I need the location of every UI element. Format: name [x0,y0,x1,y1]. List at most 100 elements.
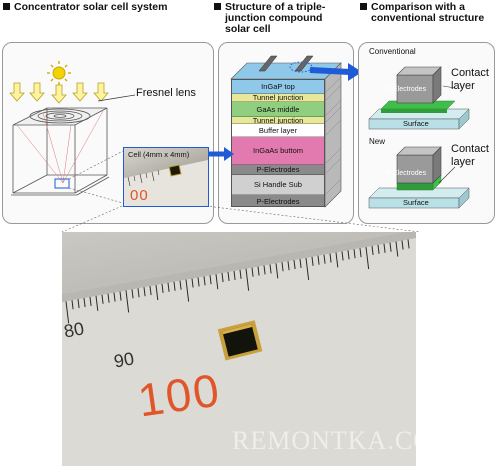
ruler-tick [185,279,190,302]
ruler-tick [359,248,362,258]
ruler-tick [215,274,219,290]
ruler-tick [299,258,302,269]
ruler-tick [407,239,410,249]
ruler-tick [131,289,134,299]
ruler-tick [335,252,339,268]
ruler-tick [329,253,332,263]
comparison-panel: Conventional Contact layer [358,42,495,224]
layer-buffer: Buffer layer [232,124,324,137]
ruler-tick [353,249,356,259]
layer-p-electrodes-2: P-Electrodes [232,195,324,206]
photo-ruler-number-90: 90 [112,348,136,372]
ruler-tick [263,265,266,275]
layer-ingaas-bottom: InGaAs buttom [232,137,324,165]
ruler-tick [251,267,254,277]
header-concentrator-text: Concentrator solar cell system [14,1,168,13]
ruler-tick [257,266,260,276]
light-arrows-icon [9,82,109,104]
connector-arrows [208,63,362,161]
watermark-text: REMONTKA.COM [232,426,416,455]
ruler-tick [239,269,242,279]
header-structure-line1: Structure of a triple- [225,1,326,13]
ruler-tick [233,270,236,280]
ruler-tick [371,245,374,256]
layer-si-handle-sub: Si Handle Sub [232,175,324,195]
cell-highlight-box [54,178,70,189]
ruler-tick [83,297,86,308]
ruler-tick [293,259,296,270]
ruler-tick [119,291,122,301]
contact-layer-word2: layer [451,80,475,92]
bullet-square-icon [360,3,367,10]
ruler-tick [305,257,310,280]
fresnel-lens-label: Fresnel lens [136,87,196,99]
conventional-electrode-label: P-Electrodes [386,86,427,93]
ruler-tick [281,262,284,272]
layer-tunnel-junction-2: Tunnel junction [232,117,324,124]
arrow-to-structure-icon [208,147,234,161]
ruler-tick [113,292,116,302]
ruler-tick [383,243,386,253]
conventional-structure-icon [368,66,470,130]
ruler-tick [221,273,224,283]
solar-cell-chip-icon [217,320,263,361]
layer-tunnel-junction-1: Tunnel junction [232,94,324,102]
layer-ingap-top: InGaP top [232,80,324,94]
new-surface-label: Surface [403,198,429,207]
new-electrode-label: P-Electrodes [386,170,427,177]
photo-ruler-graphic [62,232,416,466]
ruler-tick [395,241,399,257]
arrow-to-comparison-icon [309,63,362,81]
header-structure-line3: solar cell [225,23,271,35]
ruler-tick [95,295,99,311]
ruler-tick [245,268,250,291]
header-structure-line2: junction compound [225,12,323,24]
header-structure: Structure of a triple- junction compound… [214,2,325,35]
ruler-tick [203,276,206,286]
layer-stack: InGaP top Tunnel junction GaAs middle Tu… [231,79,325,207]
ruler-tick [191,278,194,288]
ruler-tick [209,275,212,285]
ruler-tick [377,244,380,254]
cell-closeup-photo: 80 90 100 REMONTKA.COM [62,232,416,466]
ruler-tick [389,242,392,252]
ruler-tick [269,264,272,274]
photo-ruler-number-80: 80 [62,318,86,342]
concentrator-panel: Fresnel lens Cell (4mm x 4mm) 00 [2,42,214,224]
light-cone-icon [16,110,104,184]
ruler-tick [341,251,344,261]
layer-gaas-middle: GaAs middle [232,102,324,117]
ruler-tick [155,284,159,301]
ruler-tick [347,250,350,260]
concentrator-illustration [9,61,136,204]
new-label: New [369,137,386,146]
ruler-tick [401,240,404,250]
top-electrode-icon [258,55,314,72]
ruler-tick [89,296,92,306]
ruler-tick [71,300,74,310]
contact-layer-word1: Contact [451,67,489,79]
bullet-square-icon [3,3,10,10]
ruler-tick [167,282,170,292]
cell-inset-photo: Cell (4mm x 4mm) 00 [123,147,209,207]
inset-ruler-number: 00 [130,187,149,204]
layer-p-electrodes-1: P-Electrodes [232,165,324,175]
header-comparison: Comparison with a conventional structure [360,2,484,24]
new-structure-icon [368,146,470,209]
ruler-tick [173,281,176,291]
ruler-tick [143,287,146,297]
ruler-tick [179,280,182,290]
conventional-surface-label: Surface [403,119,429,128]
inset-cell-label: Cell (4mm x 4mm) [128,150,190,159]
fresnel-lens-icon [12,107,108,126]
header-concentrator: Concentrator solar cell system [3,2,167,13]
ruler-tick [287,261,290,271]
ruler-tick [101,294,104,304]
ruler-tick [311,256,314,266]
contact-layer-word1: Contact [451,143,489,155]
ruler-tick [125,290,130,313]
bullet-square-icon [214,3,221,10]
ruler-tick [137,288,140,298]
ruler-tick [161,283,164,293]
